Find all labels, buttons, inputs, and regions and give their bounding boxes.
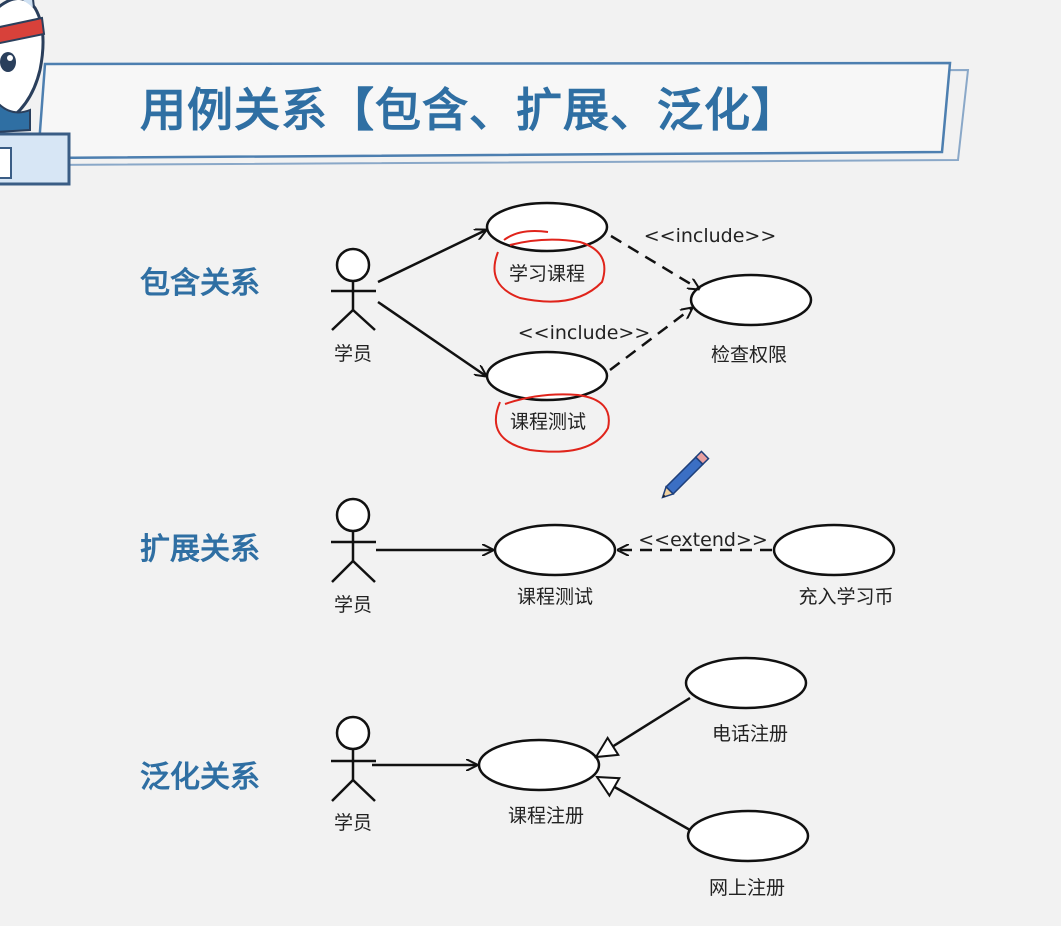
- actor-include: [331, 247, 376, 331]
- section-label-include: 包含关系: [140, 266, 260, 301]
- red-annotation-1: [493, 230, 606, 303]
- actor-label: 学员: [334, 812, 372, 834]
- actor-extend: [331, 497, 376, 583]
- use-case-label: 网上注册: [709, 877, 785, 899]
- use-case-gen-parent: [477, 738, 601, 792]
- use-case-learn: [485, 201, 609, 253]
- use-case-label: 课程测试: [517, 586, 593, 608]
- use-case-label: 课程注册: [508, 805, 584, 827]
- page-title: 用例关系【包含、扩展、泛化】: [140, 83, 798, 137]
- include-diagram: [331, 201, 813, 453]
- use-case-test: [485, 350, 609, 402]
- use-case-gen-phone: [684, 656, 808, 710]
- use-case-label: 学习课程: [509, 263, 585, 285]
- actor-general: [331, 715, 376, 802]
- use-case-label: 充入学习币: [798, 586, 893, 608]
- mascot-cat-icon: [0, 0, 71, 186]
- use-case-label: 电话注册: [712, 723, 788, 745]
- section-label-generalization: 泛化关系: [140, 760, 260, 795]
- actor-label: 学员: [334, 343, 372, 365]
- use-case-ext-extension: [772, 523, 896, 577]
- use-case-label: 课程测试: [510, 411, 586, 433]
- red-annotation-2: [494, 393, 610, 453]
- generalization-diagram: [331, 656, 810, 863]
- extend-diagram: [331, 497, 896, 583]
- actor-label: 学员: [334, 594, 372, 616]
- stereotype-label: <<extend>>: [638, 529, 768, 551]
- stereotype-label: <<include>>: [644, 225, 777, 247]
- section-label-extend: 扩展关系: [140, 532, 260, 567]
- use-case-check: [689, 273, 813, 327]
- pencil-icon: [661, 450, 710, 499]
- use-case-gen-web: [686, 809, 810, 863]
- use-case-ext-base: [493, 523, 617, 577]
- use-case-label: 检查权限: [711, 344, 787, 366]
- stereotype-label: <<include>>: [518, 322, 651, 344]
